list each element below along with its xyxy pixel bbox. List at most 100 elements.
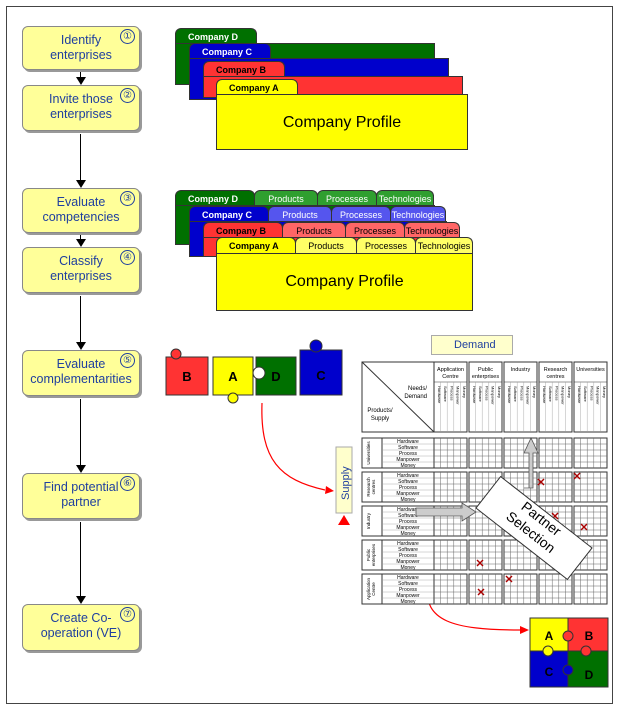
row-sub-label: Process — [399, 519, 418, 525]
column-sub-label: Money — [532, 386, 537, 398]
row-sub-label: Money — [400, 497, 416, 503]
column-sub-label: Manpower — [491, 386, 496, 405]
column-header-label: Application — [437, 367, 464, 373]
column-sub-label: Software — [583, 386, 588, 403]
step-evaluate-competencies: ③ Evaluate competencies — [22, 188, 140, 233]
column-sub-label: Hardware — [577, 386, 582, 404]
company-profile-title: Company Profile — [282, 114, 402, 131]
matrix-cell-block — [468, 437, 503, 469]
folder-company-a — [216, 253, 473, 311]
row-header-label: Centre — [371, 582, 376, 596]
row-sub-box — [381, 573, 435, 605]
up-arrow-icon — [523, 437, 539, 489]
puzzle-knob — [170, 348, 182, 360]
result-label-d: D — [585, 668, 594, 682]
corner-products-label: Products/ — [367, 408, 393, 414]
match-mark-icon — [537, 478, 545, 486]
column-header-label: centres — [546, 374, 564, 380]
column-sub-label: Hardware — [472, 386, 477, 404]
arrow-down-icon — [76, 596, 86, 604]
row-sub-label: Money — [400, 565, 416, 571]
subtab-technologies: Technologies — [415, 237, 473, 254]
step-number: ③ — [120, 191, 135, 206]
row-sub-box — [381, 437, 435, 469]
column-header — [468, 361, 503, 433]
folder-tab-company-c: Company C — [189, 43, 271, 59]
demand-legend: Demand — [431, 335, 513, 355]
column-sub-label: Process — [449, 386, 454, 400]
row-sub-label: Software — [398, 479, 418, 485]
supply-marker-icon — [338, 515, 350, 525]
partner-selection-box — [475, 475, 593, 581]
step-number: ④ — [120, 250, 135, 265]
result-label-c: C — [545, 665, 554, 679]
puzzle-piece-b — [165, 356, 209, 396]
match-mark-icon — [580, 523, 588, 531]
row-header-label: Application — [366, 577, 371, 600]
column-sub-label: Process — [519, 386, 524, 400]
step-number: ② — [120, 88, 135, 103]
column-sub-label: Money — [567, 386, 572, 398]
puzzle-knob — [252, 366, 266, 380]
column-header — [433, 361, 468, 433]
matrix-cell-block — [538, 437, 573, 469]
column-header-label: Centre — [442, 374, 459, 380]
matrix-cell-block — [573, 573, 608, 605]
subtab-technologies: Technologies — [376, 190, 434, 206]
puzzle-label-d: D — [271, 369, 280, 384]
column-sub-label: Manpower — [456, 386, 461, 405]
step-label: Classify enterprises — [50, 254, 112, 283]
row-sub-label: Software — [398, 445, 418, 451]
column-header-label: Industry — [511, 367, 531, 373]
row-sub-box — [381, 539, 435, 571]
puzzle-pieces: B A D C — [165, 339, 343, 404]
row-sub-box — [381, 471, 435, 503]
matrix-cell-block — [468, 573, 503, 605]
matrix-cell-block — [573, 471, 608, 503]
column-header-label: Universities — [576, 367, 605, 373]
column-header — [538, 361, 573, 433]
step-label: Create Co-operation (VE) — [40, 611, 122, 640]
row-sub-label: Manpower — [396, 525, 420, 531]
connector-line — [80, 399, 81, 465]
corner-demand-label: Demand — [404, 394, 427, 400]
column-sub-label: Process — [484, 386, 489, 400]
flow-arrow — [261, 402, 326, 491]
result-label-a: A — [545, 629, 554, 643]
connector-line — [80, 235, 81, 239]
supply-box — [335, 446, 353, 514]
step-label: Evaluate competencies — [42, 195, 120, 224]
matrix-cell-block — [468, 539, 503, 571]
row-sub-label: Hardware — [397, 507, 419, 513]
step-identify: ① Identify enterprises — [22, 26, 140, 70]
column-sub-label: Manpower — [596, 386, 601, 405]
column-sub-label: Hardware — [507, 386, 512, 404]
row-header-label: Industry — [366, 512, 371, 529]
subtab-technologies: Technologies — [390, 206, 446, 222]
corner-needs-label: Needs/ — [408, 386, 427, 392]
step-create-cooperation: ⑦ Create Co-operation (VE) — [22, 604, 140, 651]
column-header-label: Research — [544, 367, 568, 373]
matrix-corner-diagonal — [361, 361, 435, 433]
connector-line — [80, 134, 81, 180]
column-header-label: Public — [478, 367, 493, 373]
step-evaluate-complementarities: ⑤ Evaluate complementarities — [22, 350, 140, 396]
column-header-label: enterprises — [472, 374, 499, 380]
row-header-label: enterprises — [371, 543, 376, 566]
arrowhead-icon — [520, 626, 529, 634]
step-number: ⑦ — [120, 607, 135, 622]
row-sub-label: Money — [400, 531, 416, 537]
demand-label: Demand — [454, 339, 496, 351]
supply-label: Supply — [340, 466, 352, 500]
row-header-label: centres — [371, 479, 376, 495]
row-sub-label: Manpower — [396, 559, 420, 565]
row-sub-label: Money — [400, 599, 416, 605]
puzzle-knob — [580, 645, 592, 657]
column-sub-label: Software — [548, 386, 553, 403]
step-label: Find potential partner — [43, 480, 119, 509]
column-sub-label: Money — [462, 386, 467, 398]
puzzle-knob — [562, 664, 574, 676]
corner-supply-label: Supply — [371, 416, 389, 422]
column-sub-label: Software — [513, 386, 518, 403]
